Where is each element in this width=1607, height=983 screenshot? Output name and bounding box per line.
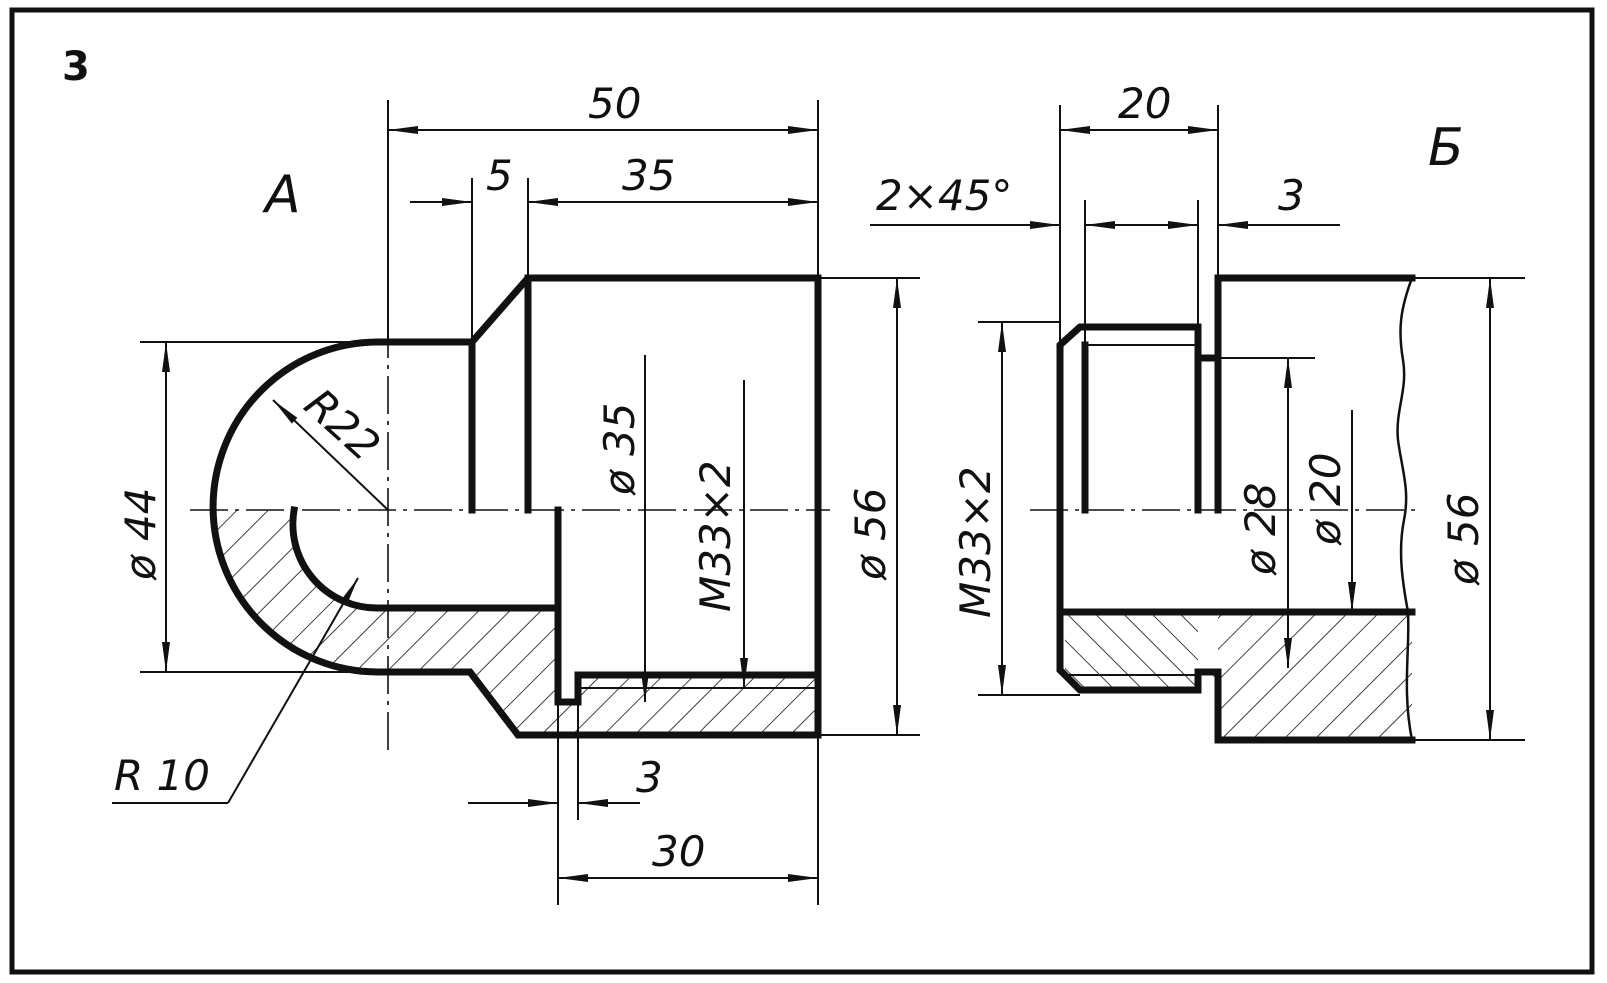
view-a-dim-m33-label: M33×2: [691, 460, 740, 612]
figure-number: 3: [62, 44, 90, 90]
view-b-outline: [1056, 274, 1416, 744]
view-a-inner-bore: [289, 505, 562, 612]
view-a-dim-35-label: 35: [622, 151, 675, 200]
view-b-hatched-section-body: [1218, 612, 1412, 740]
view-a-dim-dia56-label: ø 56: [846, 488, 895, 582]
view-b-dim-dia56-label: ø 56: [1439, 493, 1488, 587]
view-a-hatched-section: [216, 510, 818, 735]
view-b-hatched-section-thread: [1065, 612, 1218, 690]
view-a-outline: [209, 274, 822, 739]
view-b-break-line: [1396, 277, 1414, 741]
view-a-dim-50-label: 50: [588, 79, 641, 128]
view-b-dim-20-label: 20: [1118, 79, 1171, 128]
view-a-dim-r22: [272, 399, 389, 511]
view-a-dim-dia35-label: ø 35: [595, 403, 644, 497]
view-a-dim-30-label: 30: [652, 827, 705, 876]
view-a-dim-5-label: 5: [486, 151, 513, 200]
drawing-frame: [9, 7, 1595, 975]
view-b-title: Б: [1428, 118, 1464, 178]
view-a-dim-r10: [227, 577, 359, 804]
view-a-dim-dia44-label: ø 44: [116, 488, 165, 582]
view-a-title: А: [262, 165, 301, 225]
view-b-dim-m33-label: M33×2: [951, 466, 1000, 618]
view-b-dim-dia20-label: ø 20: [1301, 453, 1350, 547]
view-b: Б 20 2×45°: [870, 79, 1525, 744]
view-b-dim-chamfer-label: 2×45°: [876, 171, 1012, 220]
view-b-dim-3-label: 3: [1278, 171, 1305, 220]
view-a-dim-3-label: 3: [636, 753, 663, 802]
view-b-dim-dia28-label: ø 28: [1236, 483, 1285, 577]
view-a-dim-r10-label: R 10: [114, 751, 210, 800]
